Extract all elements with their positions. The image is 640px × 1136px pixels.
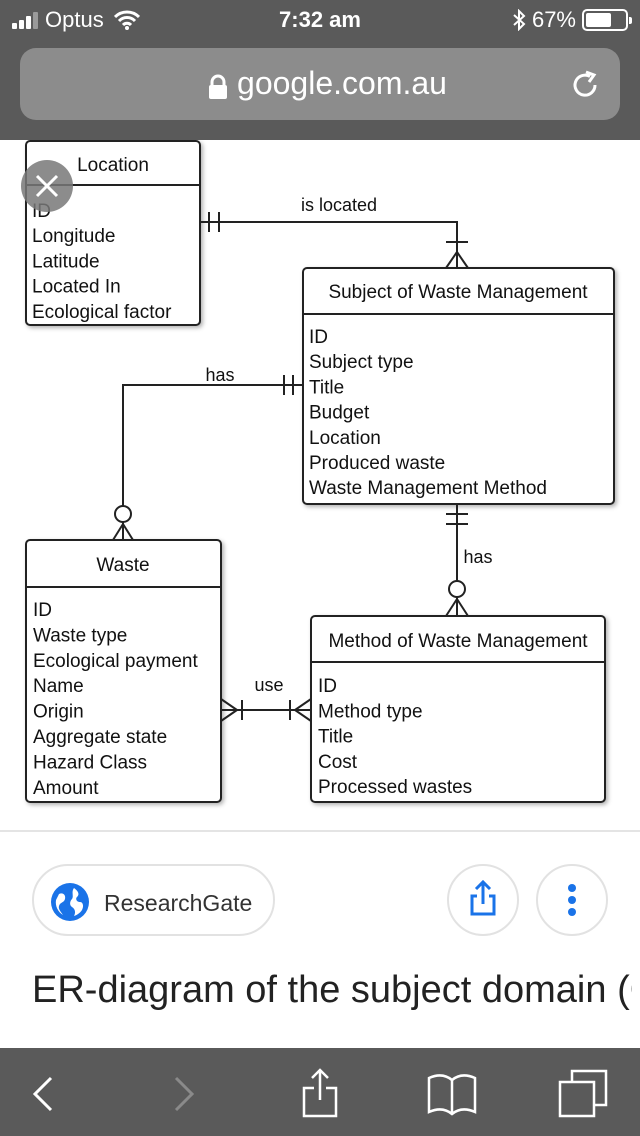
status-right: 67%: [512, 7, 632, 33]
signal-icon: [12, 11, 38, 29]
share-icon: [470, 879, 496, 916]
entity-attribute: Name: [33, 676, 84, 697]
clock: 7:32 am: [279, 7, 361, 32]
relation-use: [220, 698, 312, 722]
entity-attribute: Amount: [33, 778, 99, 799]
bookmarks-icon[interactable]: [426, 1068, 478, 1120]
entity-title: Location: [77, 155, 149, 176]
entity-attribute: Aggregate state: [33, 727, 167, 748]
battery-icon: [582, 9, 632, 31]
entity-title: Subject of Waste Management: [328, 282, 588, 303]
entity-title: Waste: [96, 555, 149, 576]
reload-icon[interactable]: [568, 68, 602, 102]
entity-attribute: Produced waste: [309, 453, 445, 474]
back-icon[interactable]: [17, 1068, 69, 1120]
status-left: Optus: [12, 7, 140, 33]
browser-chrome-top: google.com.au: [0, 40, 640, 140]
address-bar[interactable]: google.com.au: [20, 48, 620, 120]
entity-attribute: ID: [309, 327, 328, 348]
entity-attribute: Subject type: [309, 352, 414, 373]
entity-title: Method of Waste Management: [328, 631, 588, 652]
attribute-list: ID Subject typeTitleBudgetLocationProduce…: [309, 327, 547, 499]
entity-attribute: ID: [318, 676, 337, 697]
relation-label: is located: [301, 195, 377, 215]
relation-has-method: [445, 504, 469, 617]
relation-has-waste: [112, 375, 303, 541]
relation-label: has: [205, 365, 234, 385]
entity-attribute: Origin: [33, 702, 84, 723]
wifi-icon: [113, 10, 140, 30]
more-options-button[interactable]: [536, 864, 608, 936]
lock-icon: [209, 74, 227, 99]
entity-attribute: Title: [318, 727, 353, 748]
relation-is-located: [200, 212, 469, 269]
tabs-icon[interactable]: [558, 1068, 610, 1120]
relation-label: has: [463, 547, 492, 567]
battery-level: [586, 13, 612, 27]
globe-icon: [51, 883, 89, 921]
attribute-list: IDLongitudeLatitudeLocated InEcological …: [32, 201, 172, 323]
source-name: ResearchGate: [104, 890, 253, 916]
entity-method: Method of Waste Management ID Method type…: [310, 615, 606, 803]
carrier-name: Optus: [45, 7, 104, 32]
entity-attribute: Title: [309, 377, 344, 398]
entity-attribute: Waste type: [33, 625, 127, 646]
url-text: google.com.au: [237, 65, 447, 101]
entity-attribute: Processed wastes: [318, 777, 472, 798]
entity-subject: Subject of Waste Management ID Subject ty…: [302, 267, 615, 505]
more-vert-icon: [568, 884, 576, 916]
entity-attribute: Longitude: [32, 226, 115, 247]
entity-attribute: Method type: [318, 701, 423, 722]
entity-attribute: ID: [33, 600, 52, 621]
entity-attribute: Ecological factor: [32, 302, 172, 323]
share-icon[interactable]: [294, 1068, 346, 1120]
entity-attribute: Waste Management Method: [309, 478, 547, 499]
battery-percent: 67%: [531, 7, 576, 32]
divider: [0, 830, 640, 832]
entity-attribute: Cost: [318, 752, 358, 773]
close-button[interactable]: [21, 160, 73, 212]
share-button[interactable]: [447, 864, 519, 936]
entity-attribute: Ecological payment: [33, 651, 198, 672]
forward-icon[interactable]: [158, 1068, 210, 1120]
browser-toolbar: [0, 1048, 640, 1136]
entity-attribute: Hazard Class: [33, 752, 147, 773]
image-caption[interactable]: ER-diagram of the subject domain (Crow's…: [32, 969, 632, 1011]
close-icon: [35, 174, 59, 198]
bluetooth-icon: [513, 9, 526, 31]
entity-attribute: Located In: [32, 277, 121, 298]
entity-attribute: Budget: [309, 403, 370, 424]
source-link[interactable]: ResearchGate: [32, 864, 275, 936]
relation-label: use: [254, 675, 283, 695]
entity-attribute: Location: [309, 428, 381, 449]
status-bar: Optus 7:32 am 67%: [0, 0, 640, 40]
entity-attribute: Latitude: [32, 251, 100, 272]
